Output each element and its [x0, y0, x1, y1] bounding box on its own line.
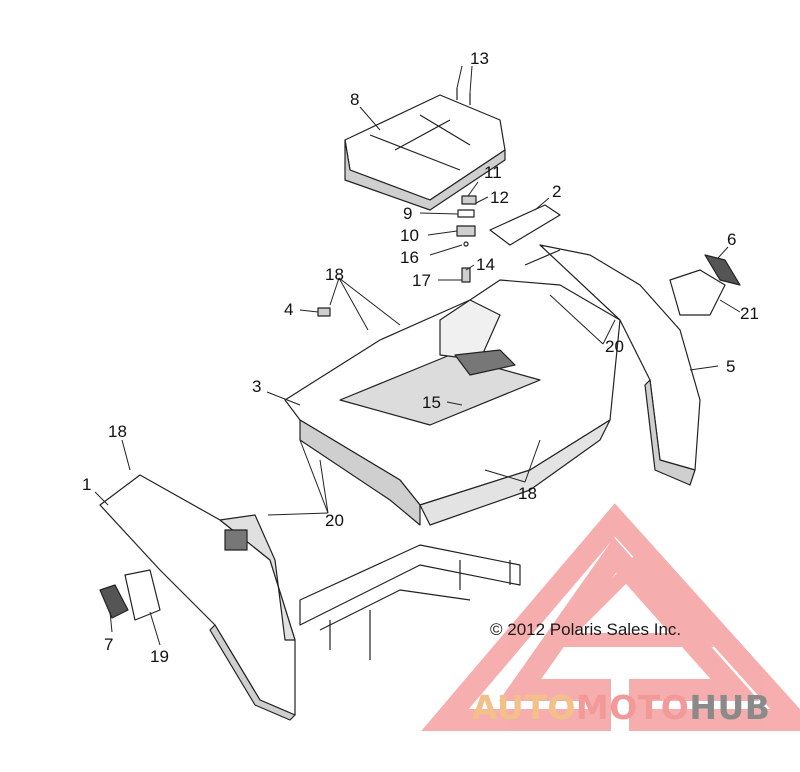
watermark-moto: MOTO — [575, 688, 690, 727]
callout-4: 4 — [284, 300, 293, 319]
watermark-auto: AUTO — [472, 688, 576, 727]
callout-19: 19 — [150, 647, 169, 666]
part-2-bracket — [489, 204, 561, 246]
callout-2: 2 — [552, 182, 561, 201]
callout-14: 14 — [476, 255, 495, 274]
callout-3: 3 — [252, 377, 261, 396]
callout-17: 17 — [412, 271, 431, 290]
callout-9: 9 — [403, 204, 412, 223]
part-13-fasteners — [456, 88, 471, 105]
frame — [299, 544, 521, 660]
part-19-pad — [124, 569, 161, 621]
callout-18-top: 18 — [325, 265, 344, 284]
watermark-text: AUTOMOTOHUB — [472, 688, 770, 727]
callout-13: 13 — [470, 49, 489, 68]
callout-10: 10 — [400, 226, 419, 245]
callout-18-right: 18 — [518, 484, 537, 503]
callout-15: 15 — [422, 393, 441, 412]
part-3-rear-box — [284, 279, 621, 526]
callout-11: 11 — [484, 163, 502, 182]
part-8-cover-panel — [344, 94, 506, 211]
callout-8: 8 — [350, 90, 359, 109]
watermark-hub: HUB — [689, 688, 771, 727]
latch-assembly — [456, 195, 477, 247]
callout-16: 16 — [400, 248, 419, 267]
part-14-bolt — [461, 267, 471, 283]
callout-7: 7 — [104, 635, 113, 654]
copyright-notice: © 2012 Polaris Sales Inc. — [490, 620, 682, 639]
watermark-logo — [421, 503, 800, 731]
callout-labels: 1 2 3 4 5 6 7 8 9 10 11 12 13 14 15 16 1… — [82, 49, 759, 666]
callout-21: 21 — [740, 304, 759, 323]
part-4-clip — [317, 307, 331, 317]
part-7-grille — [99, 584, 129, 619]
part-1-left-panel — [99, 474, 296, 721]
callout-18-left: 18 — [108, 422, 127, 441]
callout-6: 6 — [727, 230, 736, 249]
callout-1: 1 — [82, 475, 91, 494]
callout-20-right: 20 — [605, 337, 624, 356]
callout-12: 12 — [490, 188, 509, 207]
part-6-grille — [704, 254, 741, 286]
part-5-right-panel — [524, 244, 701, 486]
callout-5: 5 — [726, 357, 735, 376]
callout-20-left: 20 — [325, 511, 344, 530]
part-21-pad — [669, 269, 726, 316]
leader-lines — [94, 65, 741, 646]
